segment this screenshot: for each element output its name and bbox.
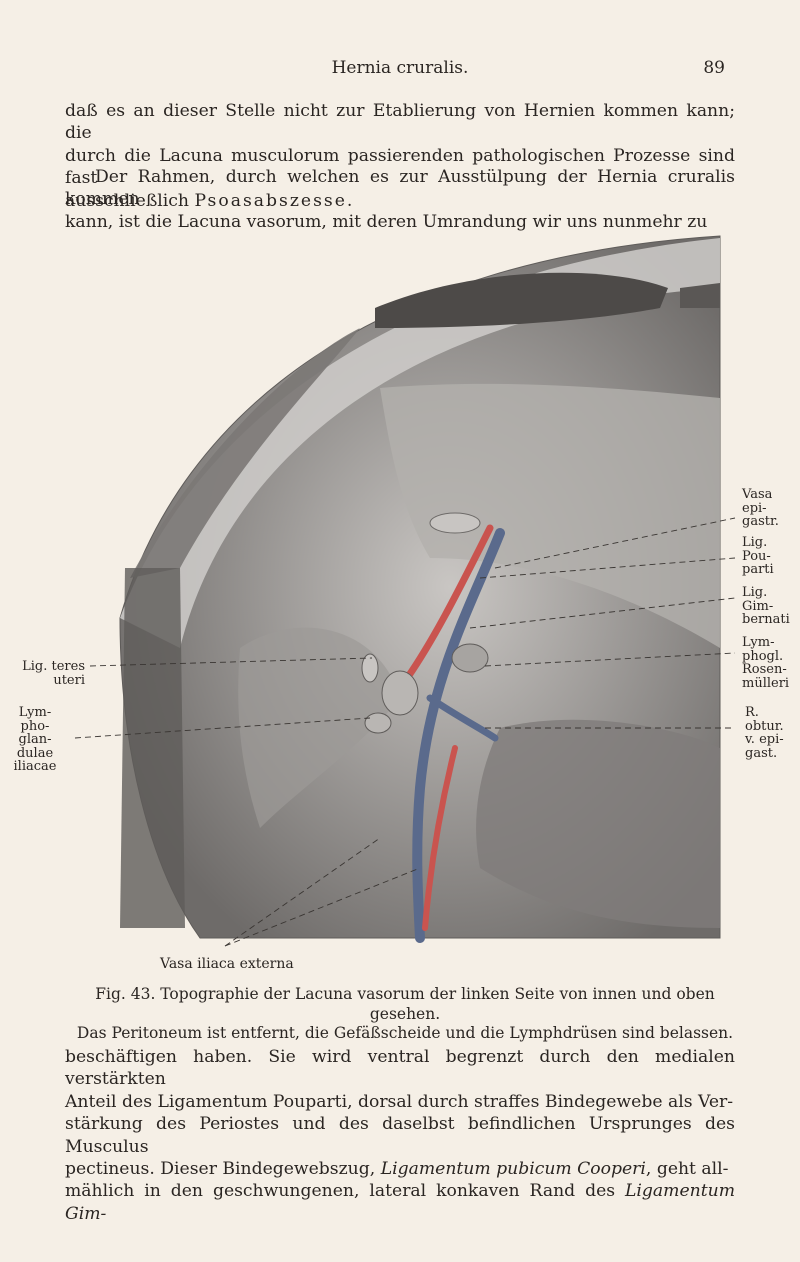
label-line: Vasa <box>742 487 773 502</box>
label-line: R. <box>745 705 759 720</box>
text-line: durch die Lacuna musculorum passierenden… <box>65 145 735 189</box>
page-number: 89 <box>703 58 725 78</box>
label-line: glan- <box>18 732 52 747</box>
label-line: Lig. teres <box>22 659 85 674</box>
label-vasa-epigastr: Vasa epi- gastr. <box>742 488 779 529</box>
figure-caption: Fig. 43. Topographie der Lacuna vasorum … <box>70 985 740 1044</box>
anatomical-figure: Vasa epi- gastr. Lig. Pou- parti Lig. Gi… <box>0 228 800 978</box>
text-run: . <box>346 190 353 211</box>
label-line: dulae <box>16 745 54 761</box>
label-line: v. epi- <box>745 732 784 747</box>
label-line: Gim- <box>742 598 774 614</box>
vein-vessel <box>412 528 505 943</box>
label-line: pho- <box>20 718 50 734</box>
text-line: mählich in den geschwungenen, lateral ko… <box>65 1180 735 1225</box>
label-line: Lig. <box>742 585 768 600</box>
label-line: Lym- <box>742 635 775 650</box>
text-line: pectineus. Dieser Bindegewebszug, Ligame… <box>65 1158 735 1180</box>
label-line: Pou- <box>742 548 771 564</box>
text-line: daß es an dieser Stelle nicht zur Etabli… <box>65 101 735 144</box>
text-run: ausschließlich <box>65 190 195 211</box>
paragraph-2: Der Rahmen, durch welchen es zur Ausstül… <box>65 166 735 233</box>
paragraph-3: beschäftigen haben. Sie wird ventral beg… <box>65 1046 735 1225</box>
label-line: Lig. <box>742 535 768 550</box>
caption-line: Das Peritoneum ist entfernt, die Gefäßsc… <box>76 1024 734 1042</box>
label-line: Rosen- <box>742 662 787 677</box>
text-line: kann, ist die Lacuna vasorum, mit deren … <box>65 211 708 232</box>
text-line: beschäftigen haben. Sie wird ventral beg… <box>65 1047 735 1090</box>
artery-vessel <box>396 524 494 692</box>
label-line: phogl. <box>742 648 784 664</box>
label-line: epi- <box>742 500 767 516</box>
text-line: Anteil des Ligamentum Pouparti, dorsal d… <box>65 1091 734 1112</box>
page-header: Hernia cruralis. 89 <box>0 58 800 82</box>
text-line: ausschließlich Psoasabszesse. <box>65 190 735 212</box>
label-lig-gimbernati: Lig. Gim- bernati <box>742 586 790 627</box>
label-lig-teres-uteri: Lig. teres uteri <box>15 660 85 687</box>
text-line: Der Rahmen, durch welchen es zur Ausstül… <box>65 167 735 210</box>
label-line: parti <box>742 562 774 577</box>
label-line: Lym- <box>18 705 52 720</box>
text-run: mählich in den geschwungenen, lateral ko… <box>65 1181 626 1202</box>
italic-term: Ligamentum pubicum Cooperi <box>380 1159 646 1180</box>
label-line: gastr. <box>742 514 779 529</box>
label-r-obtur: R. obtur. v. epi- gast. <box>745 706 784 760</box>
label-vasa-iliaca-externa: Vasa iliaca externa <box>160 956 294 972</box>
label-lymphogl-rosenmulleri: Lym- phogl. Rosen- mülleri <box>742 636 789 690</box>
label-line: mülleri <box>742 675 790 691</box>
running-title: Hernia cruralis. <box>331 58 469 78</box>
label-line: obtur. <box>745 718 784 734</box>
text-run: , geht all- <box>645 1159 729 1180</box>
text-line: stärkung des Periostes und des daselbst … <box>65 1114 735 1157</box>
italic-term: Ligamentum Gim- <box>65 1181 735 1224</box>
label-line: uteri <box>53 672 85 688</box>
spaced-term: Psoasabszesse <box>194 190 347 211</box>
label-line: bernati <box>742 612 790 627</box>
label-lig-pouparti: Lig. Pou- parti <box>742 536 774 577</box>
label-line: gast. <box>745 745 778 761</box>
anatomy-illustration <box>74 235 736 947</box>
paragraph-1: daß es an dieser Stelle nicht zur Etabli… <box>65 100 735 212</box>
caption-line: Fig. 43. Topographie der Lacuna vasorum … <box>95 985 715 1023</box>
label-line: iliacae <box>13 759 57 774</box>
label-lymphoglandulae-iliacae: Lym- pho- glan- dulae iliacae <box>10 706 60 774</box>
text-run: pectineus. Dieser Bindegewebszug, <box>65 1159 381 1180</box>
